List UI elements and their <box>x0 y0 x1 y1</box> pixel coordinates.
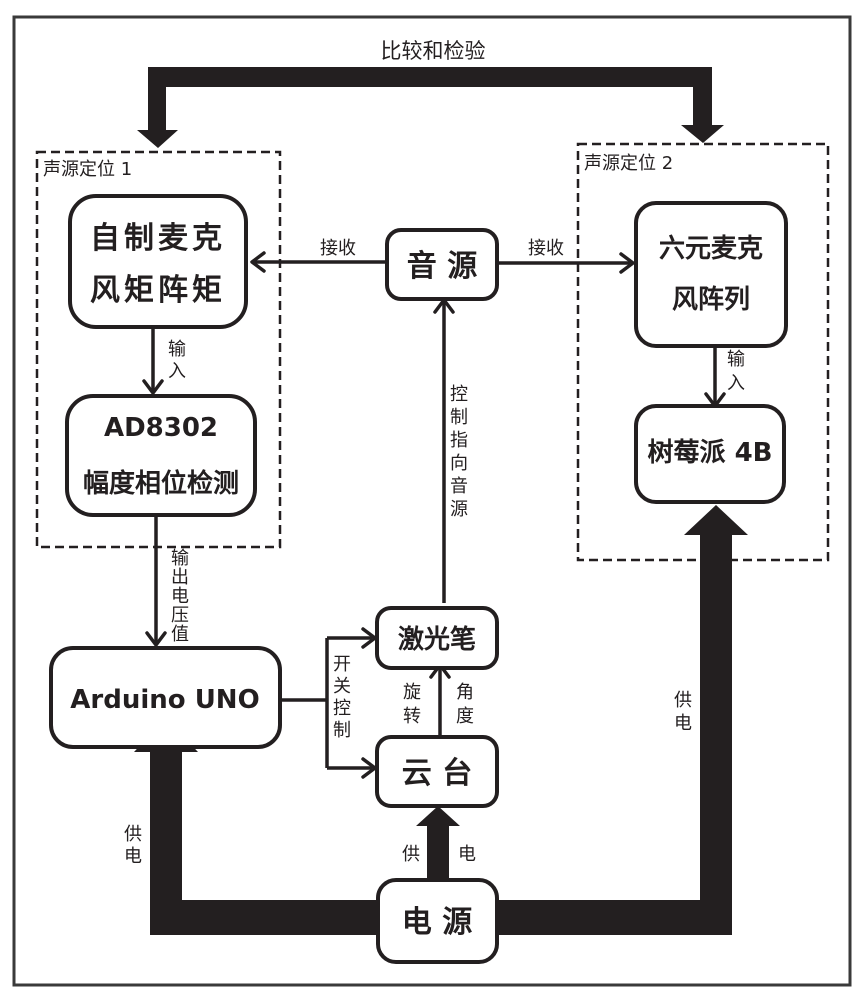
node-label: AD8302 <box>104 413 218 443</box>
label-char: 向 <box>450 453 468 474</box>
label-output-voltage: 输 出 电 压 值 <box>171 548 189 645</box>
label-char: 电 <box>124 846 142 867</box>
label-char: 值 <box>171 624 189 645</box>
label-char: 压 <box>171 605 189 626</box>
power-arrow-gimbal <box>416 806 460 880</box>
label-power-gimbal-left: 供 <box>402 844 420 865</box>
label-char: 电 <box>674 713 692 734</box>
node-sound-source: 音 源 <box>385 228 499 301</box>
arrowhead-down <box>142 379 164 395</box>
label-char: 入 <box>727 373 745 394</box>
label-char: 角 <box>456 682 474 703</box>
node-laser-pen: 激光笔 <box>375 606 499 670</box>
label-char: 转 <box>403 706 421 727</box>
label-switch-control: 开 关 控 制 <box>333 654 351 741</box>
label-char: 关 <box>333 676 351 697</box>
label-char: 控 <box>333 698 351 719</box>
power-arrow-right <box>497 505 748 935</box>
label-char: 出 <box>171 567 189 588</box>
label-char: 制 <box>450 407 468 428</box>
label-receive-left: 接收 <box>320 238 356 259</box>
label-control-point: 控 制 指 向 音 源 <box>450 384 468 520</box>
label-input-left: 输 入 <box>168 339 186 382</box>
label-power-gimbal-right: 电 <box>458 844 476 865</box>
node-raspberry-pi: 树莓派 4B <box>634 404 786 504</box>
label-char: 控 <box>450 384 468 405</box>
node-label: 树莓派 4B <box>648 438 773 468</box>
node-power: 电 源 <box>376 878 499 964</box>
label-rotate: 旋 转 <box>403 682 421 727</box>
label-char: 源 <box>450 499 468 520</box>
power-arrow-left <box>134 718 378 935</box>
node-six-mic-array: 六元麦克 风阵列 <box>634 201 788 348</box>
label-char: 入 <box>168 361 186 382</box>
node-label: 六元麦克 <box>659 234 763 264</box>
arrowhead-right <box>619 252 635 274</box>
compare-label: 比较和检验 <box>381 39 486 63</box>
node-label: 风矩阵矩 <box>90 273 226 308</box>
node-mic-array-custom: 自制麦克 风矩阵矩 <box>68 194 248 329</box>
outer-frame <box>12 15 852 987</box>
node-arduino: Arduino UNO <box>49 646 282 749</box>
node-label: Arduino UNO <box>70 685 259 715</box>
group-right-title: 声源定位 2 <box>584 153 673 174</box>
label-char: 输 <box>168 339 186 360</box>
label-char: 开 <box>333 654 351 675</box>
label-input-right: 输 入 <box>727 349 745 394</box>
node-label: 激光笔 <box>398 624 476 655</box>
node-ad8302: AD8302 幅度相位检测 <box>65 394 257 517</box>
group-left <box>35 150 282 549</box>
label-char: 输 <box>727 349 745 370</box>
label-angle: 角 度 <box>456 682 474 727</box>
group-left-title: 声源定位 1 <box>43 159 132 180</box>
label-power-right: 供 电 <box>674 690 692 734</box>
label-char: 供 <box>674 690 692 711</box>
node-gimbal: 云 台 <box>375 735 499 808</box>
label-power-left: 供 电 <box>124 824 142 867</box>
node-label: 电 源 <box>402 905 472 940</box>
node-label: 风阵列 <box>672 285 750 315</box>
node-label: 音 源 <box>407 249 477 284</box>
label-char: 供 <box>124 824 142 845</box>
label-char: 音 <box>450 476 468 497</box>
label-char: 旋 <box>403 682 421 703</box>
compare-arrow <box>137 67 724 148</box>
arrowhead-down <box>145 631 167 647</box>
label-char: 制 <box>333 720 351 741</box>
label-char: 度 <box>456 706 474 727</box>
node-label: 幅度相位检测 <box>83 468 239 499</box>
label-char: 指 <box>450 430 468 451</box>
node-label: 自制麦克 <box>90 221 226 256</box>
label-char: 输 <box>171 548 189 569</box>
node-label: 云 台 <box>402 756 472 791</box>
label-char: 电 <box>171 586 189 607</box>
arrowhead-left <box>250 251 266 273</box>
label-receive-right: 接收 <box>528 238 564 259</box>
